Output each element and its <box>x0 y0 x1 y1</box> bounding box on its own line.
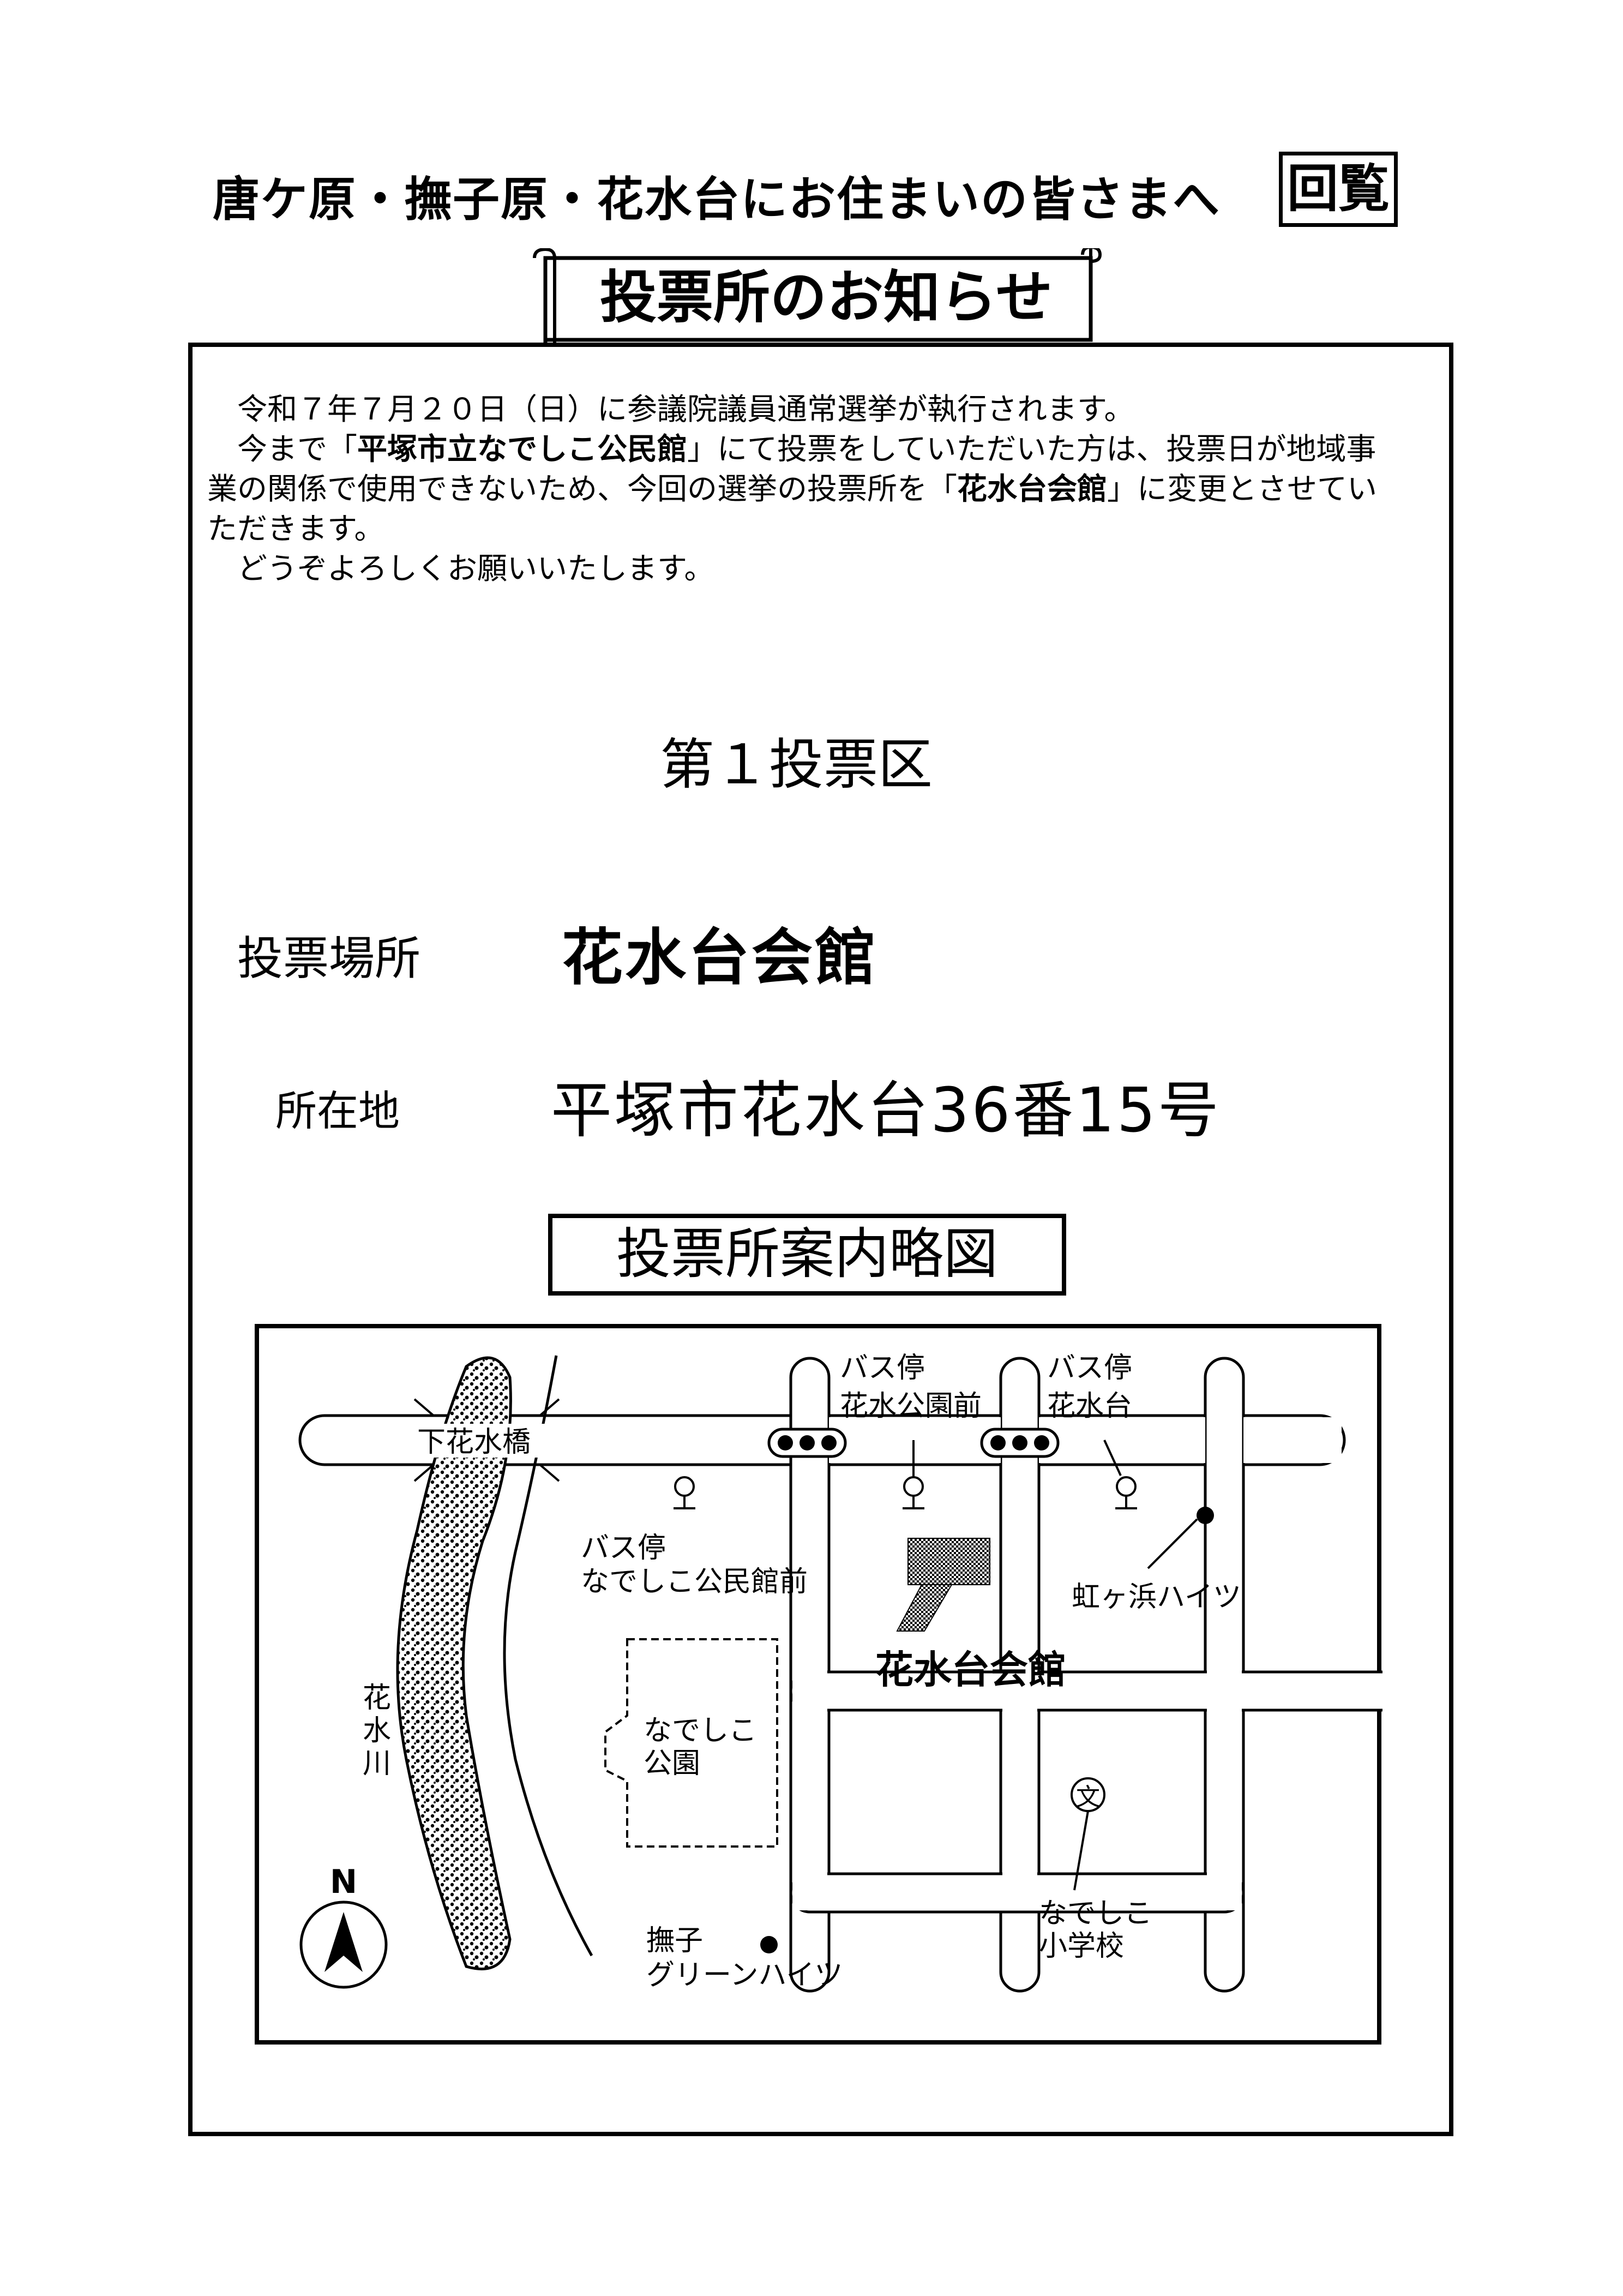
traffic-light-1 <box>767 1428 847 1458</box>
apartment-1-marker <box>1197 1507 1214 1524</box>
venue-building <box>907 1538 990 1585</box>
notice-frame <box>188 343 1453 2136</box>
bus-stop-3-name: なでしこ公民館前 <box>581 1566 808 1598</box>
notice-title: 投票所のお知らせ <box>600 264 1053 331</box>
scroll-banner <box>533 248 1102 346</box>
body-line-2: 今まで「平塚市立なでしこ公民館」にて投票をしていただいた方は、投票日が地域事 <box>237 431 1376 466</box>
park-outline <box>604 1638 778 1848</box>
bridge-ticks <box>413 1398 560 1482</box>
park-label-1: なでしこ <box>644 1714 757 1747</box>
apartment-2-marker <box>760 1936 778 1953</box>
north-arrow-icon <box>324 1912 363 1972</box>
bus-stop-2-label: バス停 <box>1047 1352 1132 1384</box>
venue-entrance <box>896 1584 953 1632</box>
school-label-1: なでしこ <box>1039 1897 1152 1930</box>
bus-stop-3-label: バス停 <box>581 1532 666 1564</box>
voting-district: 第１投票区 <box>660 733 933 796</box>
venue-map-label: 花水台会館 <box>875 1647 1066 1692</box>
apartment-1-label: 虹ヶ浜ハイツ <box>1072 1581 1241 1614</box>
address-value: 平塚市花水台36番15号 <box>551 1075 1222 1146</box>
apartment-2-label-1: 撫子 <box>646 1925 703 1957</box>
road-intersections <box>792 1417 1382 1910</box>
bridge-label-bg <box>409 1424 556 1458</box>
traffic-light-2 <box>980 1428 1060 1458</box>
river-label-3: 川 <box>363 1747 391 1780</box>
body-line-4: ただきます。 <box>207 511 384 546</box>
circulation-badge: 回覧 <box>1279 152 1398 227</box>
school-label-2: 小学校 <box>1039 1930 1124 1963</box>
park-label-2: 公園 <box>644 1747 700 1780</box>
leader-lines <box>912 1440 1198 1891</box>
river-label-1: 花 <box>363 1682 391 1714</box>
river-label-2: 水 <box>363 1714 391 1747</box>
address-label: 所在地 <box>275 1087 400 1135</box>
road-edges <box>324 1377 1382 1972</box>
river <box>396 1356 512 1970</box>
bus-stop-1-name: 花水公園前 <box>840 1390 982 1423</box>
venue-label: 投票場所 <box>237 932 421 985</box>
bus-stop-2-name: 花水台 <box>1047 1390 1132 1423</box>
map-title: 投票所案内略図 <box>548 1214 1066 1296</box>
guide-map: 下花水橋 バス停 花水公園前 バス停 花水台 バス停 なでしこ公民館前 花水台会… <box>255 1324 1382 2045</box>
school-mark: 文 <box>1076 1783 1100 1811</box>
body-line-3: 業の関係で使用できないため、今回の選挙の投票所を「花水台会館」に変更とさせてい <box>207 471 1378 506</box>
apartment-2-label-2: グリーンハイツ <box>646 1959 843 1992</box>
venue-name: 花水台会館 <box>562 922 878 993</box>
body-line-5: どうぞよろしくお願いいたします。 <box>237 551 714 586</box>
bridge-label: 下花水橋 <box>417 1426 531 1459</box>
north-label: N <box>330 1863 357 1901</box>
notice-heading: 唐ケ原・撫子原・花水台にお住まいの皆さまへ <box>213 172 1221 227</box>
body-line-1: 令和７年７月２０日（日）に参議院議員通常選挙が執行されます。 <box>237 392 1134 427</box>
school-marker <box>1071 1777 1105 1812</box>
bus-stop-1-label: バス停 <box>840 1352 925 1384</box>
